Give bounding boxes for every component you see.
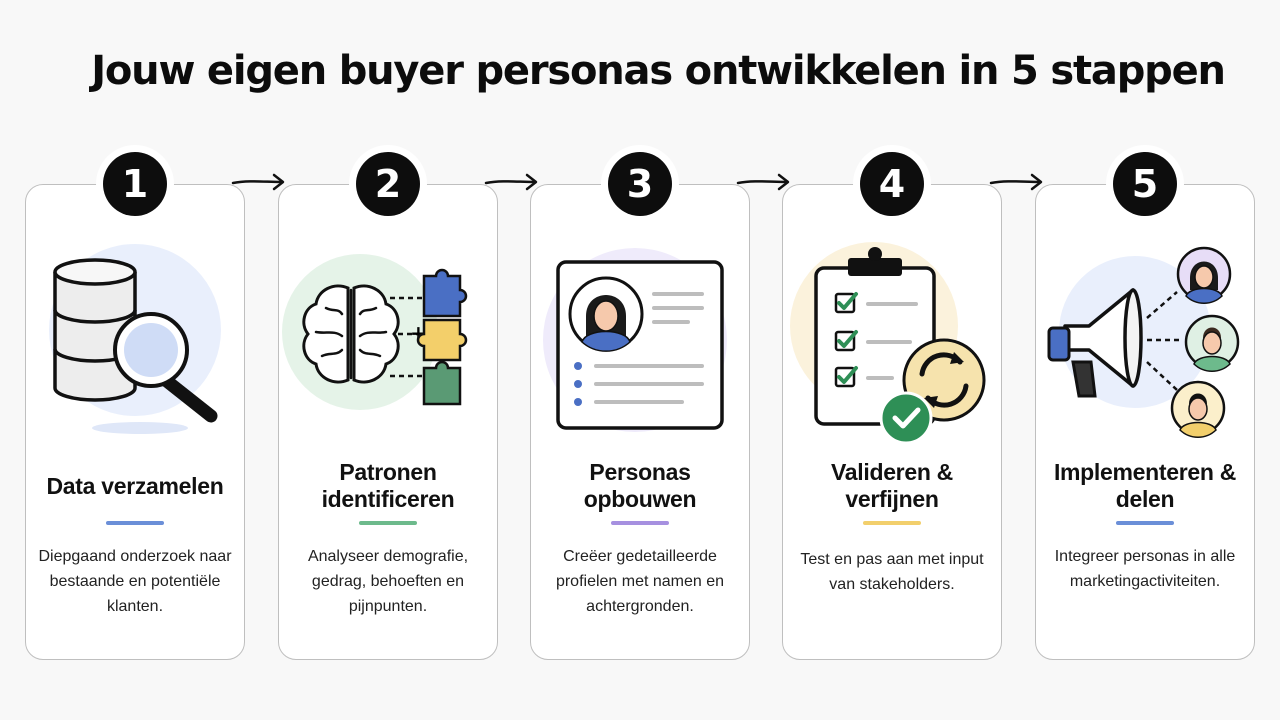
step-title-1: Data verzamelen <box>46 473 224 499</box>
arrow-right-icon-3-4 <box>736 173 790 191</box>
arrow-right-icon-2-3 <box>484 173 538 191</box>
step-title-2: Patronen identificeren <box>321 459 455 512</box>
step-description-4: Test en pas aan met input van stakeholde… <box>800 551 984 593</box>
step-number-badge-5: 5 <box>1113 152 1177 216</box>
step-underline-2 <box>359 521 417 525</box>
step-underline-3 <box>611 521 669 525</box>
arrow-right-icon-4-5 <box>989 173 1043 191</box>
profile-card-icon <box>543 248 727 432</box>
step-underline-4 <box>863 521 921 525</box>
step-title-4: Valideren & verfijnen <box>831 459 953 512</box>
step-title-3: Personas opbouwen <box>583 459 697 512</box>
page-title: Jouw eigen buyer personas ontwikkelen in… <box>91 48 1226 94</box>
brain-puzzle-icon: + <box>282 254 468 410</box>
step-description-5: Integreer personas in alle marketingacti… <box>1054 548 1236 590</box>
step-number-badge-4: 4 <box>860 152 924 216</box>
database-magnifier-icon <box>49 244 221 434</box>
step-title-5: Implementeren & delen <box>1053 459 1237 512</box>
step-description-3: Creëer gedetailleerde profielen met name… <box>555 548 725 615</box>
step-description-2: Analyseer demografie, gedrag, behoeften … <box>307 548 469 615</box>
checklist-clipboard-icon <box>790 242 986 445</box>
step-number-badge-1: 1 <box>103 152 167 216</box>
step-number-badge-3: 3 <box>608 152 672 216</box>
step-number-badge-2: 2 <box>356 152 420 216</box>
megaphone-people-icon <box>1047 246 1240 438</box>
step-description-1: Diepgaand onderzoek naar bestaande en po… <box>38 548 232 615</box>
step-underline-5 <box>1116 521 1174 525</box>
arrow-right-icon-1-2 <box>231 173 285 191</box>
step-underline-1 <box>106 521 164 525</box>
